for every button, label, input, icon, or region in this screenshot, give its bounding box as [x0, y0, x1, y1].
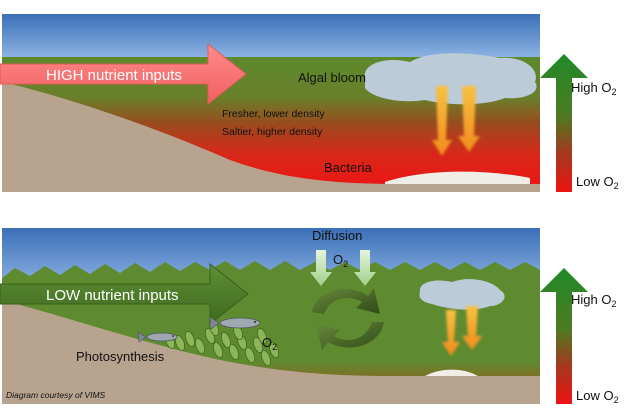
- diffusion-o2-label: O2: [333, 252, 348, 269]
- bottom-flux-arrow-right: [462, 306, 482, 350]
- top-bacteria-mat: [385, 171, 530, 184]
- diffusion-arrow-left: [310, 250, 332, 286]
- top-input-label: HIGH nutrient inputs: [46, 67, 182, 84]
- bottom-legend-high: High O2: [571, 292, 616, 309]
- bottom-legend-arrow: [540, 268, 588, 404]
- credit-label: Diagram courtesy of VIMS: [6, 390, 106, 400]
- top-panel: HIGH nutrient inputs Algal bloom Fresher…: [0, 14, 540, 192]
- top-flux-arrows: [432, 86, 480, 156]
- photo-o2-label: O2: [262, 335, 277, 352]
- top-salt-label: Saltier, higher density: [222, 126, 323, 138]
- bottom-diffusion-label: Diffusion: [312, 228, 362, 243]
- top-sediment: [2, 82, 540, 192]
- top-nutrient-arrow: [0, 42, 247, 106]
- bottom-input-label: LOW nutrient inputs: [46, 287, 179, 304]
- bottom-sediment: [2, 300, 540, 404]
- bottom-cloud: [419, 279, 505, 310]
- top-legend-low: Low O2: [576, 174, 619, 191]
- photosynthesis-label: Photosynthesis: [76, 349, 165, 364]
- top-sky: [2, 14, 540, 59]
- bottom-bacteria-mat: [425, 369, 478, 376]
- fish-icon-right: [209, 316, 261, 330]
- top-legend-high: High O2: [571, 80, 616, 97]
- top-flux-arrow-left: [432, 86, 452, 156]
- top-oxygen-legend: High O2 Low O2: [540, 54, 619, 192]
- bottom-flux-arrow-left: [442, 310, 460, 356]
- bottom-nutrient-arrow: [0, 262, 249, 326]
- top-legend-arrow: [540, 54, 588, 192]
- top-bacteria-label: Bacteria: [324, 160, 372, 175]
- fish-icon-left: [137, 331, 178, 343]
- bottom-flux-arrows: [442, 306, 482, 356]
- top-fresh-label: Fresher, lower density: [222, 108, 325, 120]
- cycle-arrow-upper: [312, 288, 380, 314]
- top-bloom-label: Algal bloom: [298, 70, 366, 85]
- mixing-cycle-arrows: [312, 288, 384, 350]
- top-flux-arrow-right: [458, 86, 480, 152]
- bottom-oxygen-legend: High O2 Low O2: [540, 268, 619, 405]
- bottom-legend-low: Low O2: [576, 388, 619, 405]
- bottom-panel: LOW nutrient inputs Diffusion O2: [0, 228, 540, 404]
- diffusion-arrow-right: [354, 250, 376, 286]
- seagrass-bed: [164, 319, 280, 367]
- top-bloom-cloud: [364, 53, 537, 105]
- cycle-arrow-lower: [316, 322, 384, 350]
